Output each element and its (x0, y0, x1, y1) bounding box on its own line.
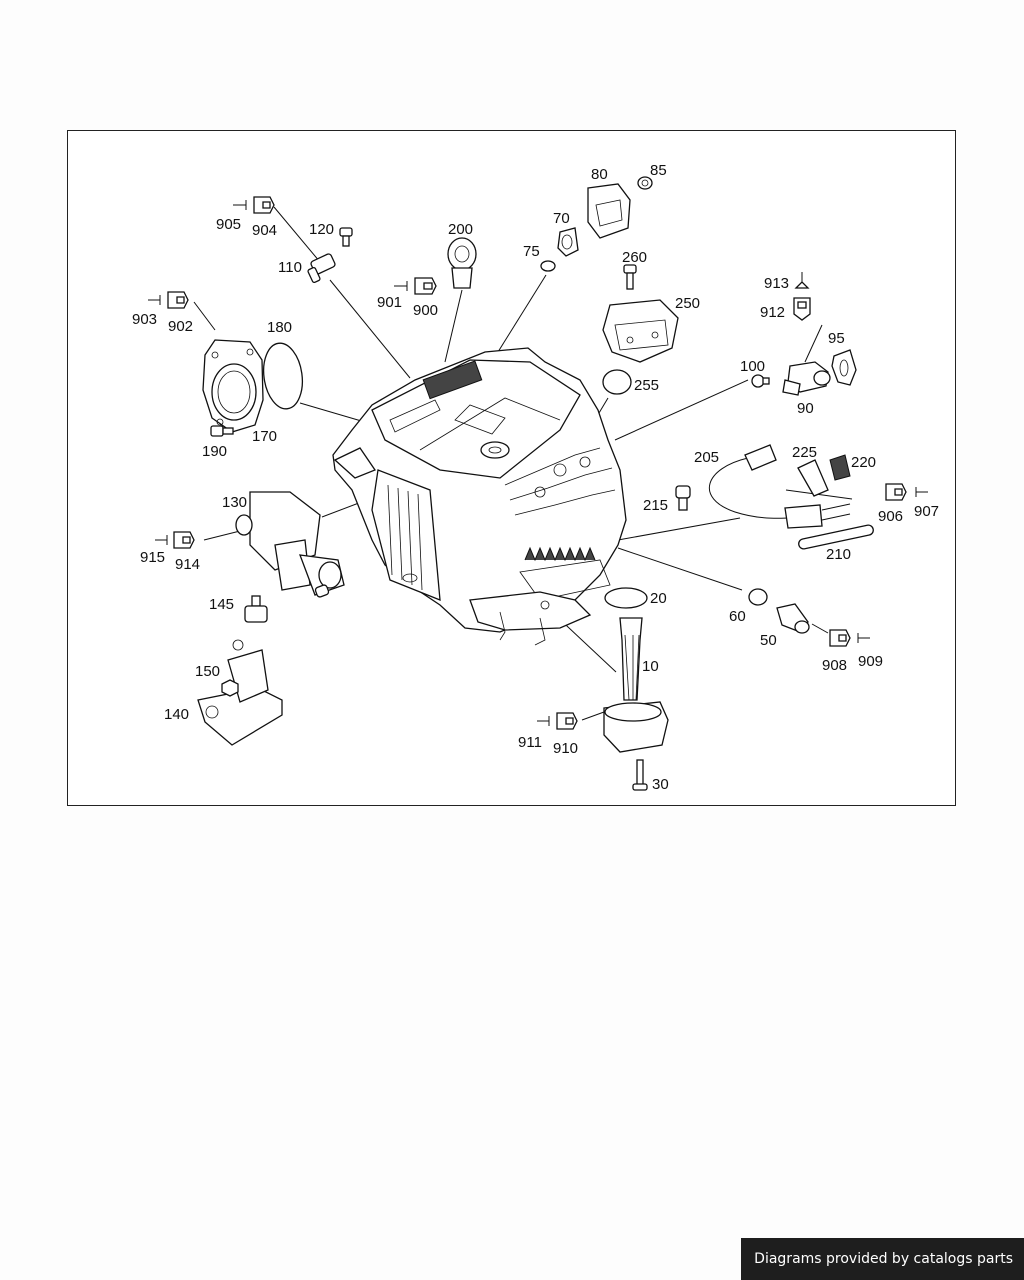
callout-190: 190 (202, 443, 227, 460)
connector-912 (793, 297, 811, 321)
callout-913: 913 (764, 275, 789, 292)
bolt-30 (632, 759, 648, 791)
seal-255 (602, 369, 632, 395)
seal-60 (748, 588, 768, 606)
callout-225: 225 (792, 444, 817, 461)
cover-170 (202, 339, 264, 433)
pin-913 (794, 272, 810, 289)
housing-70 (557, 227, 579, 257)
callout-903: 903 (132, 311, 157, 328)
callout-170: 170 (252, 428, 277, 445)
gasket-20 (604, 587, 648, 609)
callout-912: 912 (760, 304, 785, 321)
callout-914: 914 (175, 556, 200, 573)
callout-70: 70 (553, 210, 570, 227)
oil-filter-10 (603, 617, 669, 753)
callout-75: 75 (523, 243, 540, 260)
callout-210: 210 (826, 546, 851, 563)
connector-910 (556, 712, 578, 730)
pin-901 (394, 281, 408, 291)
callout-50: 50 (760, 632, 777, 649)
callout-908: 908 (822, 657, 847, 674)
callout-900: 900 (413, 302, 438, 319)
callout-180: 180 (267, 319, 292, 336)
cover-250 (602, 299, 679, 363)
sensor-50 (776, 603, 810, 634)
bolt-145 (244, 595, 268, 623)
bolt-260 (623, 264, 637, 290)
callout-60: 60 (729, 608, 746, 625)
callout-120: 120 (309, 221, 334, 238)
throttle-body-130 (235, 491, 345, 598)
callout-20: 20 (650, 590, 667, 607)
bracket-140 (197, 639, 283, 746)
sensor-205 (708, 444, 851, 529)
sensor-90 (782, 361, 831, 396)
pin-911 (537, 716, 550, 726)
bolt-120 (339, 227, 353, 247)
callout-145: 145 (209, 596, 234, 613)
callout-30: 30 (652, 776, 669, 793)
pin-909 (857, 633, 870, 643)
callout-95: 95 (828, 330, 845, 347)
callout-110: 110 (278, 259, 302, 276)
callout-200: 200 (448, 221, 473, 238)
clip-220 (829, 454, 851, 481)
callout-100: 100 (740, 358, 765, 375)
callout-90: 90 (797, 400, 814, 417)
pin-915 (155, 535, 168, 545)
callout-150: 150 (195, 663, 220, 680)
seal-75 (540, 260, 556, 272)
callout-140: 140 (164, 706, 189, 723)
callout-902: 902 (168, 318, 193, 335)
callout-915: 915 (140, 549, 165, 566)
callout-250: 250 (675, 295, 700, 312)
footer-banner: Diagrams provided by catalogs parts (741, 1238, 1024, 1280)
tube-210 (798, 524, 874, 550)
sensor-110 (307, 253, 336, 284)
callout-10: 10 (642, 658, 659, 675)
gasket-95 (831, 349, 857, 386)
cover-80 (587, 183, 631, 239)
callout-215: 215 (643, 497, 668, 514)
callout-904: 904 (252, 222, 277, 239)
gasket-180 (262, 342, 304, 410)
callout-909: 909 (858, 653, 883, 670)
pin-907 (915, 487, 928, 497)
clip-225 (797, 459, 829, 497)
connector-906 (885, 483, 907, 501)
callout-130: 130 (222, 494, 247, 511)
screw-100 (751, 374, 770, 388)
callout-labels: 905 904 120 110 903 902 180 170 190 200 … (132, 162, 939, 793)
callout-901: 901 (377, 294, 402, 311)
callout-260: 260 (622, 249, 647, 266)
callout-205: 205 (694, 449, 719, 466)
connector-904 (253, 196, 275, 214)
plug-85 (637, 176, 653, 190)
footer-text: Diagrams provided by catalogs parts (754, 1251, 1013, 1267)
connector-914 (173, 531, 195, 549)
connector-902 (167, 291, 189, 309)
callout-906: 906 (878, 508, 903, 525)
pin-905 (233, 200, 247, 210)
nut-150 (221, 679, 239, 697)
connector-908 (829, 629, 851, 647)
sensor-200 (447, 237, 477, 289)
callout-255: 255 (634, 377, 659, 394)
callout-910: 910 (553, 740, 578, 757)
callout-907: 907 (914, 503, 939, 520)
fitting-215 (675, 485, 691, 511)
connector-900 (414, 277, 437, 295)
callout-905: 905 (216, 216, 241, 233)
callout-220: 220 (851, 454, 876, 471)
bolt-190 (210, 425, 234, 437)
pin-903 (148, 295, 161, 305)
callout-80: 80 (591, 166, 608, 183)
callout-911: 911 (518, 734, 542, 751)
callout-85: 85 (650, 162, 667, 179)
engine-assembly (332, 347, 627, 646)
